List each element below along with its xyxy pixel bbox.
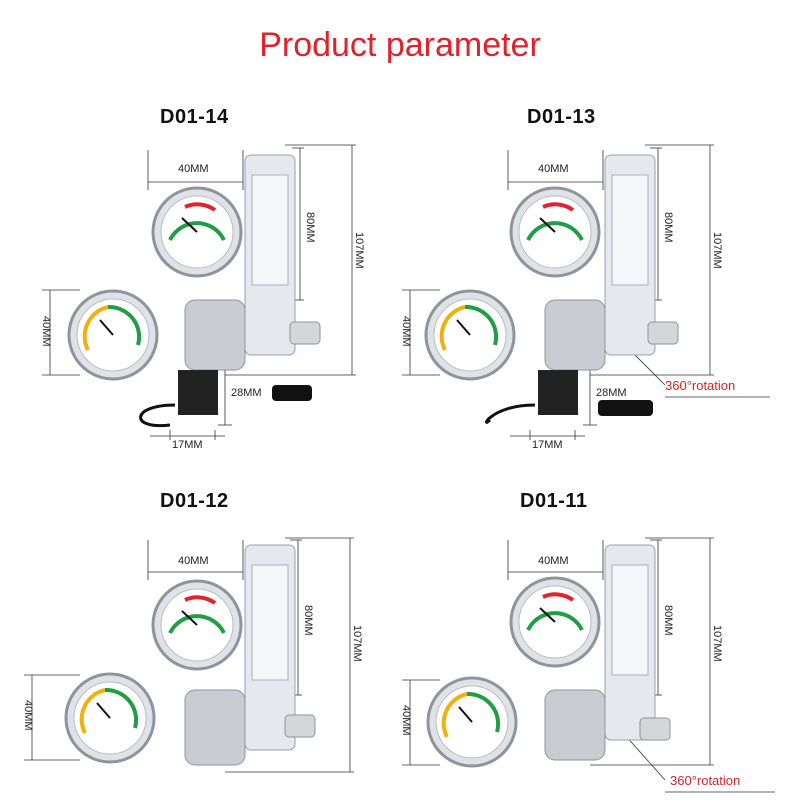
dim-total: 107MM <box>711 232 723 269</box>
dim-solenoid-height: 28MM <box>231 387 262 399</box>
rotation-label: 360°rotation <box>670 773 740 788</box>
dim-tube: 80MM <box>302 605 314 636</box>
rotation-label: 360°rotation <box>665 378 735 393</box>
regulator-illustration <box>424 154 679 424</box>
dim-solenoid-width: 17MM <box>532 439 563 451</box>
dim-width: 40MM <box>178 163 209 175</box>
page-title: Product parameter <box>259 26 541 64</box>
dim-width: 40MM <box>538 555 569 567</box>
regulator-illustration <box>426 544 671 768</box>
dim-tube: 80MM <box>662 605 674 636</box>
dim-side: 40MM <box>22 700 34 731</box>
model-label-3: D01-12 <box>160 490 229 512</box>
dim-total: 107MM <box>711 625 723 662</box>
dim-total: 107MM <box>351 625 363 662</box>
dim-total: 107MM <box>353 232 365 269</box>
dimension-lines <box>402 144 770 440</box>
dim-solenoid-width: 17MM <box>172 439 203 451</box>
dim-tube: 80MM <box>304 212 316 243</box>
dim-tube: 80MM <box>662 212 674 243</box>
dim-width: 40MM <box>178 555 209 567</box>
dim-side: 40MM <box>40 316 52 347</box>
regulator-illustration <box>67 154 321 428</box>
model-label-4: D01-11 <box>520 490 588 512</box>
dim-width: 40MM <box>538 163 569 175</box>
model-label-1: D01-14 <box>160 106 229 128</box>
regulator-illustration <box>64 544 316 766</box>
model-label-2: D01-13 <box>527 106 596 128</box>
dimension-lines <box>402 537 775 793</box>
dim-side: 40MM <box>400 316 412 347</box>
dim-solenoid-height: 28MM <box>596 387 627 399</box>
dim-side: 40MM <box>400 705 412 736</box>
